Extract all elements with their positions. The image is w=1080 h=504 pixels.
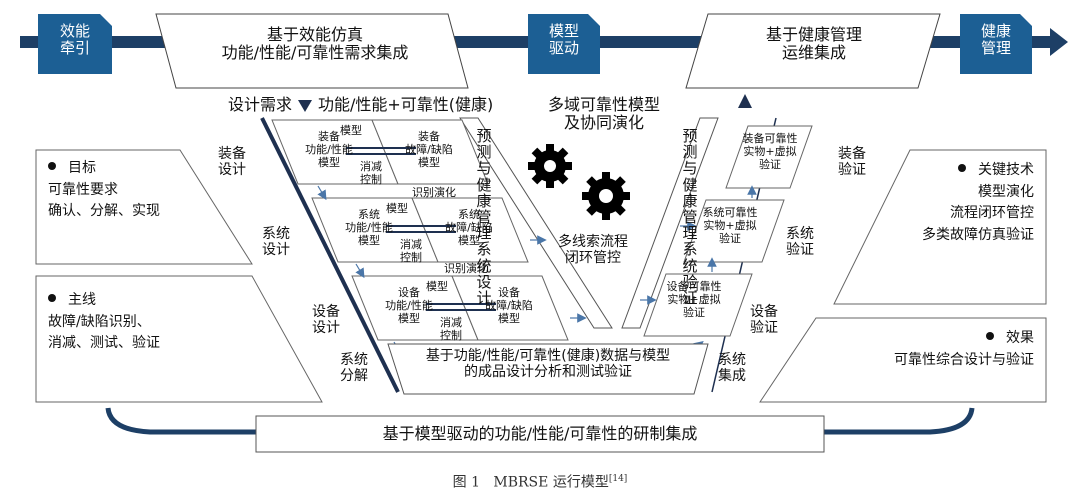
v-right-arm <box>621 117 719 329</box>
bottom-bar-text: 基于模型驱动的功能/性能/可靠性的研制集成 <box>382 424 698 443</box>
top-box-2 <box>685 13 941 89</box>
v-left-arm <box>459 117 613 329</box>
health-header-label: 功能/性能+可靠性(健康) <box>318 95 494 114</box>
device-fault-box <box>451 275 569 341</box>
equip-verify-box <box>725 125 813 189</box>
label-device-verify: 设备 验证 <box>750 304 778 337</box>
center-top-text: 多域可靠性模型 及协同演化 <box>548 95 661 133</box>
goal-panel-text: 目标 可靠性要求 确认、分解、实现 <box>48 158 160 223</box>
top-box-1-text: 基于效能仿真 功能/性能/可靠性需求集成 <box>170 25 460 63</box>
equip-func-model-text: 装备 功能/性能 模型 <box>305 130 353 170</box>
gear-icon-small <box>582 172 630 220</box>
goal-line-1: 可靠性要求 <box>48 181 118 198</box>
stage-1-line1: 效能 <box>59 22 90 40</box>
tech-line-3: 多类故障仿真验证 <box>922 227 1034 244</box>
phm-design-text: 预测与健康管理系统设计 <box>476 127 492 307</box>
top-box-1-line1: 基于效能仿真 <box>266 25 363 44</box>
stage-block-3 <box>960 14 1032 74</box>
equip-fault-model-text: 装备 故障/缺陷 模型 <box>405 130 453 170</box>
top-box-1-line2: 功能/性能/可靠性需求集成 <box>221 43 409 63</box>
caption-prefix: 图 1 <box>452 474 481 491</box>
flow-arrows <box>317 185 757 357</box>
caption-title: MBRSE 运行模型 <box>493 474 609 491</box>
label-system-integrate: 系统 集成 <box>718 352 746 385</box>
device-verify-text: 设备可靠性 实物+虚拟 验证 <box>666 280 722 320</box>
link-model-label-2: 模型 <box>386 202 408 216</box>
device-verify-box <box>643 273 753 337</box>
down-triangle-icon <box>298 100 312 112</box>
device-func-model-text: 设备 功能/性能 模型 <box>385 286 433 326</box>
center-bottom-text: 多线索流程 闭环管控 <box>558 234 628 267</box>
system-func-model-text: 系统 功能/性能 模型 <box>345 208 393 248</box>
effect-line-1: 可靠性综合设计与验证 <box>894 351 1034 368</box>
stage-2-line2: 驱动 <box>548 39 579 58</box>
stage-block-2 <box>528 14 600 74</box>
link-model-label-1: 模型 <box>340 124 362 138</box>
system-verify-text: 系统可靠性 实物+虚拟 验证 <box>702 206 758 246</box>
tech-title: 关键技术 <box>900 160 1034 182</box>
mainline-line-1: 故障/缺陷识别、 <box>48 313 151 330</box>
tech-line-1: 模型演化 <box>978 183 1034 200</box>
mainline-panel-text: 主线 故障/缺陷识别、 消减、测试、验证 <box>48 290 160 355</box>
system-verify-box <box>683 199 785 263</box>
stage-3-line2: 管理 <box>980 39 1011 58</box>
top-box-2-line2: 运维集成 <box>781 43 846 63</box>
top-box-2-text: 基于健康管理 运维集成 <box>696 25 932 63</box>
stage-label-1: 效能 牵引 <box>40 22 110 58</box>
system-fault-model-text: 系统 故障/缺陷 模型 <box>445 208 493 248</box>
mainline-line-2: 消减、测试、验证 <box>48 335 160 352</box>
link-mitigate-label-1: 消减 控制 <box>360 160 382 187</box>
stage-1-line2: 牵引 <box>59 39 90 58</box>
stage-3-line1: 健康 <box>980 22 1011 40</box>
top-band-arrow-icon <box>1050 28 1068 56</box>
equip-fault-box <box>371 119 489 185</box>
device-fault-model-text: 设备 故障/缺陷 模型 <box>485 286 533 326</box>
top-box-1 <box>155 13 469 89</box>
v-left-edge <box>260 117 400 393</box>
system-fault-box <box>411 197 529 263</box>
tech-line-2: 流程闭环管控 <box>950 205 1034 222</box>
link-model-label-3: 模型 <box>426 280 448 294</box>
link-mitigate-label-2: 消减 控制 <box>400 238 422 265</box>
identify-label-1: 识别演化 <box>412 186 456 199</box>
phm-verify-text: 预测与健康管理系统验证 <box>682 127 698 307</box>
tech-panel-text: 关键技术 模型演化 流程闭环管控 多类故障仿真验证 <box>900 160 1034 247</box>
stage-label-2: 模型 驱动 <box>530 22 598 58</box>
design-requirement-label: 设计需求 <box>228 95 293 114</box>
bottom-trapezoid-text: 基于功能/性能/可靠性(健康)数据与模型 的成品设计分析和测试验证 <box>425 348 671 381</box>
identify-label-2: 识别演化 <box>444 262 488 275</box>
model-links <box>346 147 496 311</box>
bottom-box <box>255 415 825 453</box>
label-equip-verify: 装备 验证 <box>838 146 866 179</box>
top-box-2-line1: 基于健康管理 <box>765 25 862 44</box>
link-mitigate-label-3: 消减 控制 <box>440 316 462 343</box>
bottom-trapezoid <box>387 343 709 395</box>
stage-block-1 <box>38 14 112 74</box>
label-device-design: 设备 设计 <box>312 304 340 337</box>
label-system-decompose: 系统 分解 <box>340 352 368 385</box>
effect-title: 效果 <box>850 328 1034 350</box>
figure-caption: 图 1 MBRSE 运行模型[14] <box>0 474 1080 491</box>
label-equip-design: 装备 设计 <box>218 146 246 179</box>
mainline-title: 主线 <box>48 290 160 312</box>
goal-title: 目标 <box>48 158 160 180</box>
stage-2-line1: 模型 <box>548 22 579 40</box>
goal-line-2: 确认、分解、实现 <box>48 203 160 220</box>
effect-panel-text: 效果 可靠性综合设计与验证 <box>850 328 1034 371</box>
up-triangle-icon <box>738 94 752 108</box>
equip-verify-text: 装备可靠性 实物+虚拟 验证 <box>742 132 798 172</box>
caption-ref: [14] <box>608 474 628 484</box>
stage-label-3: 健康 管理 <box>962 22 1030 58</box>
label-system-design: 系统 设计 <box>262 226 290 259</box>
label-system-verify: 系统 验证 <box>786 226 814 259</box>
right-panel-tech <box>833 149 1047 305</box>
gear-icon-large <box>528 144 572 188</box>
